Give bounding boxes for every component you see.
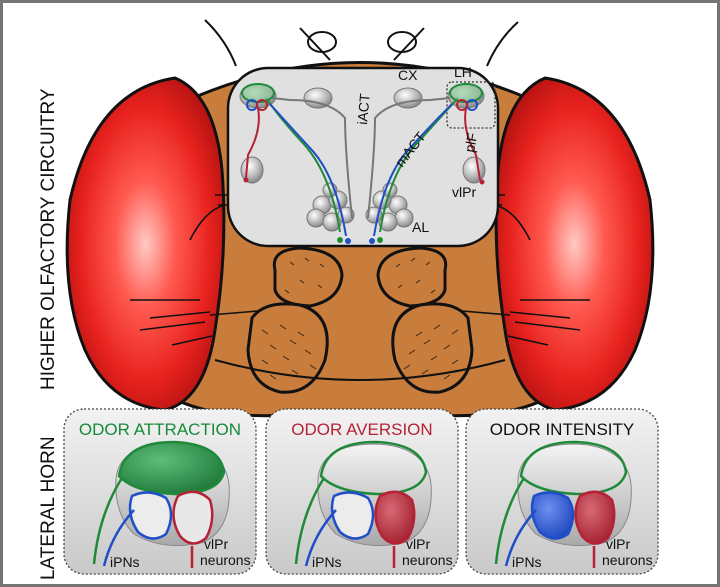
red-region: [574, 490, 616, 545]
head-bottom-curve: [214, 359, 506, 381]
label-plf: plF: [461, 132, 480, 154]
side-label-upper: HIGHER OLFACTORY CIRCUITRY: [38, 88, 59, 390]
green-region: [319, 440, 428, 496]
blue-axon: [102, 509, 135, 567]
lh-left-green: [241, 83, 275, 103]
label-cx: CX: [398, 67, 418, 83]
label-ipns: iPNs: [312, 554, 342, 570]
blue-axon: [304, 509, 337, 567]
green-region: [117, 440, 226, 496]
label-neurons: neurons: [602, 552, 653, 568]
label-iact: iACT: [354, 92, 373, 125]
label-vlpr: vlPr: [204, 536, 228, 552]
label-lh: LH: [454, 64, 472, 80]
lh-right-green: [449, 83, 483, 103]
label-ipns: iPNs: [512, 554, 542, 570]
blue-region: [530, 491, 575, 540]
green-axon: [92, 477, 124, 565]
brain-tracts: [245, 97, 481, 237]
green-axon: [294, 477, 326, 565]
antenna-hairs: [261, 257, 459, 380]
red-region: [172, 490, 214, 545]
label-neurons: neurons: [402, 552, 453, 568]
panel-title: ODOR ATTRACTION: [79, 420, 241, 439]
label-vlpr: vlPr: [606, 536, 630, 552]
green-axon: [494, 477, 526, 565]
blue-axon: [504, 509, 537, 567]
brain-panel: [226, 66, 500, 248]
lh-highlight-box: [446, 81, 496, 129]
panel-title: ODOR AVERSION: [291, 420, 432, 439]
label-vlpr: vlPr: [452, 184, 476, 200]
blue-region: [128, 491, 173, 540]
blue-region: [330, 491, 375, 540]
label-neurons: neurons: [200, 552, 251, 568]
green-region: [519, 440, 628, 496]
label-al: AL: [412, 219, 429, 235]
panel-title: ODOR INTENSITY: [490, 420, 635, 439]
side-label-lower: LATERAL HORN: [38, 436, 59, 580]
red-region: [374, 490, 416, 545]
head-bristles-top: [204, 19, 519, 67]
label-ipns: iPNs: [110, 554, 140, 570]
label-vlpr: vlPr: [406, 536, 430, 552]
